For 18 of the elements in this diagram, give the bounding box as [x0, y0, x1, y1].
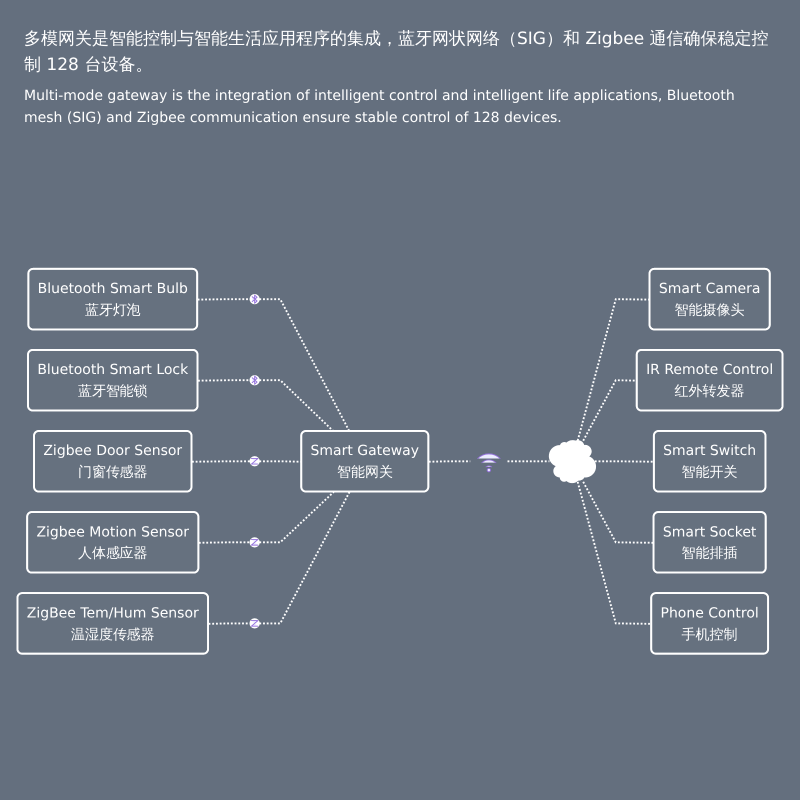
connector	[259, 492, 350, 625]
connector	[582, 380, 638, 442]
connector	[208, 622, 250, 626]
connector	[428, 460, 470, 464]
connector	[594, 460, 654, 464]
connector	[259, 492, 334, 544]
connector	[198, 298, 250, 302]
connector	[508, 460, 550, 463]
node-cloud	[548, 440, 596, 484]
description-text: Multi-mode gateway is the integration of intelligent control and intelligent life applications, Bluetooth mesh (SIG) and Zigbee communication ensure stable control of 128 devices.	[24, 86, 736, 128]
connector	[192, 460, 250, 464]
heading-text: 多模网关是智能控制与智能生活应用程序的集成，蓝牙网状网络（SIG）和 Zigbee 通信确保稳定控制 128 台设备。	[24, 28, 770, 78]
connector	[576, 482, 652, 626]
connector	[198, 380, 250, 382]
connector	[259, 298, 350, 432]
connector	[576, 298, 650, 442]
connector	[198, 542, 250, 544]
connector	[582, 482, 654, 544]
